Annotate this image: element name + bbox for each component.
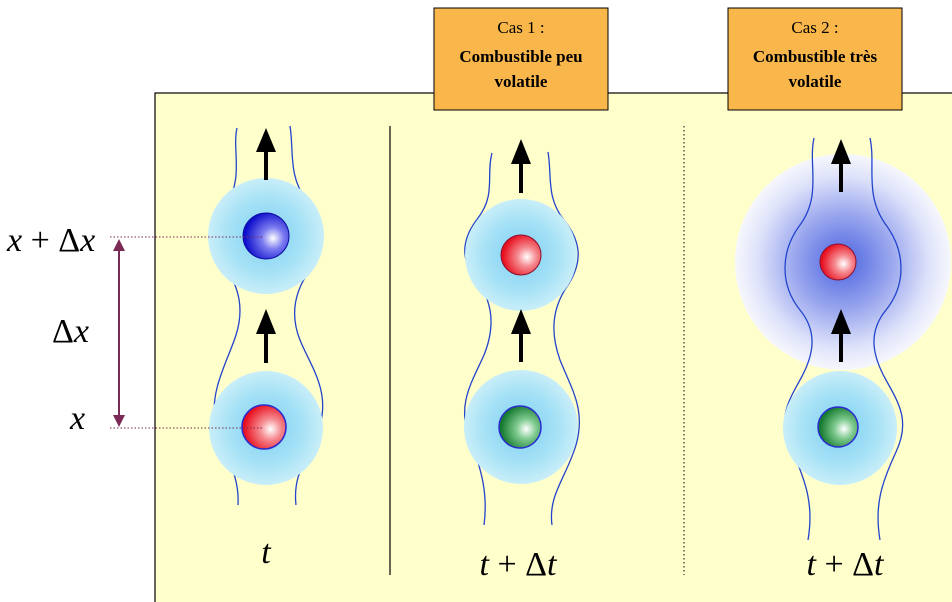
label-t: t [261,534,272,571]
droplet-green [499,406,541,448]
case2-box: Cas 2 : Combustible très volatile [728,8,902,110]
droplet-red [501,235,541,275]
droplet-red [242,405,286,449]
label-dx: Δx [52,313,89,350]
case1-line3: volatile [495,72,548,91]
droplet-red [820,244,856,280]
case1-line2: Combustible peu [459,47,582,66]
case1-box: Cas 1 : Combustible peu volatile [434,8,608,110]
case1-title: Cas 1 : [497,18,544,37]
droplet-blue [243,213,289,259]
droplet-green [818,407,858,447]
case2-line3: volatile [789,72,842,91]
label-t-plus-dt-case1: t + Δt [480,546,559,583]
label-x-plus-dx: x + Δx [6,222,95,259]
case2-title: Cas 2 : [791,18,838,37]
label-x: x [69,400,85,437]
case2-line2: Combustible très [753,47,878,66]
label-t-plus-dt-case2: t + Δt [807,546,886,583]
